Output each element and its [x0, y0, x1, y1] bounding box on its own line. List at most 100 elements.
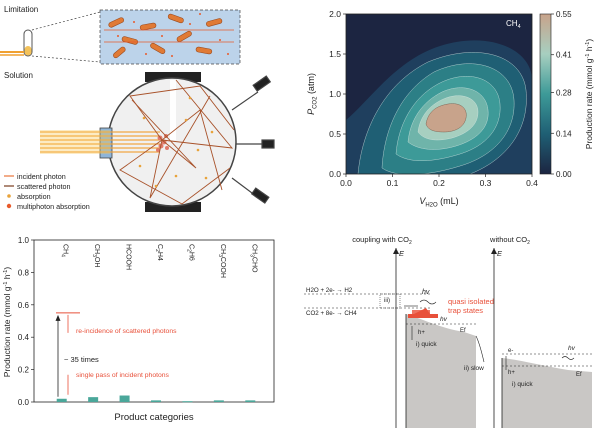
annotation-single: single pass of incident photons [76, 372, 170, 379]
bar-y-tick-label: 0.6 [18, 301, 30, 310]
semiconductor-right [502, 358, 592, 428]
x-axis-ticks: 0.0 0.1 0.2 0.3 0.4 [340, 174, 538, 188]
colorbar-tick-label: 0.28 [556, 89, 572, 98]
bar-y-tick-label: 0.0 [18, 398, 30, 407]
legend-multiphoton-label: multiphoton absorption [17, 202, 90, 211]
colorbar-label: Production rate (mmol g-1 h-1) [584, 39, 594, 150]
bar-chart-svg: 0.0 0.2 0.4 0.6 0.8 1.0 CH4 CH3OH HCOOH C2H4 C2H6… [2, 236, 275, 423]
band-diagram-right: E e- h+ i) quick hv Ef [491, 248, 592, 428]
contour-plot-area [346, 14, 532, 174]
energy-axis-left: E [399, 249, 405, 258]
reactor-sphere [40, 72, 275, 212]
energy-axis-right: E [497, 249, 503, 258]
schematic-legend: incident photon scattered photon absorpt… [4, 172, 90, 211]
zoom-line-bottom [31, 55, 101, 63]
x-tick-label: 0.3 [480, 178, 492, 188]
x-tick-label: 0.0 [340, 178, 352, 188]
bar [182, 401, 193, 403]
solution-label: Solution [4, 71, 33, 80]
annotation-times: ~ 35 times [64, 355, 99, 364]
y-tick-label: 1.5 [329, 49, 341, 59]
y-tick-label: 0.5 [329, 129, 341, 139]
category-label: CH3CHO [248, 244, 257, 273]
bar [88, 397, 99, 402]
ef-label-left: Ef [460, 328, 466, 334]
category-label: CH3OH [91, 244, 100, 267]
category-label: C2H6 [185, 244, 194, 261]
reaction-h2: H2O + 2e- → H2 [306, 287, 353, 294]
colorbar-tick-label: 0.14 [556, 129, 572, 138]
x-tick-label: 0.1 [387, 178, 399, 188]
trap-label-1: quasi isolated [448, 297, 494, 306]
panel-c-bar-chart: 0.0 0.2 0.4 0.6 0.8 1.0 CH4 CH3OH HCOOH C2H4 C2H6… [0, 222, 300, 438]
step-quick-right: i) quick [512, 381, 533, 388]
bar-y-tick-label: 0.8 [18, 268, 30, 277]
ch4-annotation: CH4 [506, 19, 521, 30]
y-tick-label: 1.0 [329, 89, 341, 99]
colorbar-tick-label: 0.55 [556, 10, 572, 19]
bar-y-tick-label: 1.0 [18, 236, 30, 245]
y-tick-label: 0.0 [329, 169, 341, 179]
semiconductor-left [406, 314, 476, 428]
bar [245, 400, 256, 402]
category-label: C2H4 [154, 244, 163, 261]
y-axis-label: PCO2 (atm) [306, 73, 319, 115]
legend-multiphoton-swatch [6, 203, 12, 209]
colorbar-tick-label: 0.00 [556, 170, 572, 179]
contour-chart-svg: CH4 0.0 0.1 0.2 0.3 0.4 0.0 0.5 1.0 1.5 2.0 VH2O… [306, 9, 594, 209]
step-slow: ii) slow [464, 365, 484, 372]
category-label: CH3COOH [217, 244, 226, 278]
hole-label-right: h+ [508, 370, 515, 376]
category-label: HCOOH [125, 244, 132, 270]
bar-category-labels: CH4 CH3OH HCOOH C2H4 C2H6 CH3COOH CH3CHO [60, 244, 258, 278]
bar [213, 400, 224, 402]
y-axis-ticks: 0.0 0.5 1.0 1.5 2.0 [329, 9, 346, 179]
step-quick-left: i) quick [416, 341, 437, 348]
colorbar-ticks: 0.55 0.41 0.28 0.14 0.00 [551, 10, 572, 179]
legend-incident-label: incident photon [17, 172, 66, 181]
category-label: CH4 [60, 244, 69, 257]
x-axis-label: VH2O (mL) [419, 196, 458, 209]
limitation-label: Limitation [4, 5, 38, 14]
bar [56, 398, 67, 402]
hole-label-left: h+ [418, 330, 425, 336]
hv-label-right: hv [568, 345, 576, 352]
bar-annotations: re-incidence of scattered photons ~ 35 t… [56, 312, 177, 397]
bar-y-axis-label: Production rate (mmol g-1 h-1) [2, 267, 12, 378]
legend-absorption-label: absorption [17, 192, 51, 201]
step-iii-label: iii) [384, 298, 390, 304]
title-without: without CO2 [489, 235, 530, 246]
panel-d-band-diagram: coupling with CO2 without CO2 E H2O + 2e… [300, 222, 600, 438]
band-diagram-svg: coupling with CO2 without CO2 E H2O + 2e… [304, 235, 592, 428]
trap-states [408, 308, 438, 318]
y-tick-label: 2.0 [329, 9, 341, 19]
bar [151, 400, 161, 402]
electron-label: e- [508, 348, 513, 354]
legend-absorption-swatch [7, 194, 11, 198]
title-coupling: coupling with CO2 [352, 235, 412, 246]
limitation-zoom-box [99, 9, 241, 65]
bar-y-ticks: 0.0 0.2 0.4 0.6 0.8 1.0 [18, 236, 34, 407]
bar-y-tick-label: 0.2 [18, 366, 30, 375]
bar [119, 395, 130, 402]
hv-label-top: hv [422, 289, 430, 296]
test-tube-icon [0, 29, 33, 57]
bar-series [55, 314, 256, 403]
bar-y-tick-label: 0.4 [18, 333, 30, 342]
panel-a-schematic: Limitation Solution [0, 0, 300, 222]
trap-label-2: trap states [448, 306, 483, 315]
colorbar-tick-label: 0.41 [556, 51, 572, 60]
hv-label-mid: hv [440, 316, 448, 323]
zoom-line-top [31, 11, 101, 31]
colorbar [539, 13, 552, 175]
bar-x-axis-label: Product categories [114, 412, 193, 423]
panel-b-contour-map: CH4 0.0 0.1 0.2 0.3 0.4 0.0 0.5 1.0 1.5 2.0 VH2O… [300, 0, 600, 222]
reaction-ch4: CO2 + 8e- → CH4 [306, 310, 357, 317]
x-tick-label: 0.4 [526, 178, 538, 188]
legend-scattered-label: scattered photon [17, 182, 71, 191]
ef-label-right: Ef [576, 372, 582, 378]
band-diagram-left: E H2O + 2e- → H2 CO2 + 8e- → CH4 iii) hv… [304, 248, 494, 428]
schematic-svg: Limitation Solution [0, 5, 275, 212]
x-tick-label: 0.2 [433, 178, 445, 188]
annotation-scattered: re-incidence of scattered photons [76, 328, 177, 335]
